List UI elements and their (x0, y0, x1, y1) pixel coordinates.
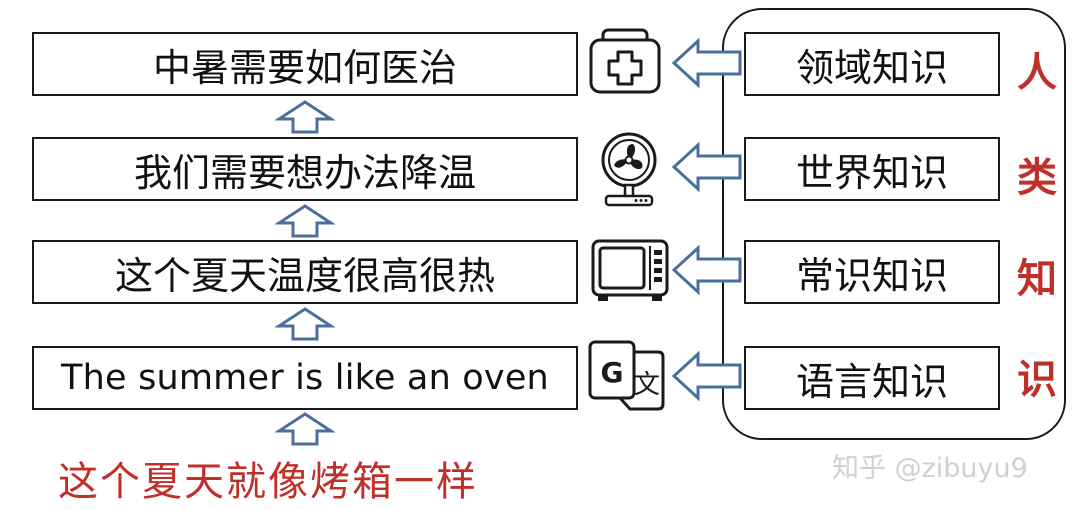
up-arrow-1 (275, 100, 335, 134)
microwave-oven-icon (591, 239, 669, 301)
right-box-language-knowledge: 语言知识 (744, 346, 1000, 410)
watermark: 知乎 @zibuyu9 (832, 453, 1028, 484)
electric-fan-icon (601, 132, 657, 207)
right-box-world-knowledge-text: 世界知识 (795, 150, 948, 195)
up-arrow-2 (275, 204, 335, 238)
svg-text:文: 文 (634, 370, 660, 400)
right-box-world-knowledge: 世界知识 (744, 137, 1000, 201)
left-box-cool-down: 我们需要想办法降温 (32, 137, 578, 201)
left-arrow-3 (671, 244, 742, 296)
left-arrow-1 (671, 37, 742, 89)
left-arrow-4 (671, 350, 742, 402)
translate-icon: G 文 (588, 340, 665, 411)
right-box-common-sense-knowledge-text: 常识知识 (795, 253, 948, 298)
left-box-hot-summer-text: 这个夏天温度很高很热 (114, 253, 495, 298)
up-arrow-3 (275, 307, 335, 341)
knowledge-frame (722, 8, 1066, 440)
right-box-domain-knowledge: 领域知识 (744, 32, 1000, 96)
left-box-english: The summer is like an oven (32, 346, 578, 410)
human-knowledge-label-char-3: 知 (1017, 255, 1057, 302)
left-box-treatment: 中暑需要如何医治 (32, 32, 578, 96)
right-box-domain-knowledge-text: 领域知识 (795, 45, 948, 90)
right-box-language-knowledge-text: 语言知识 (795, 359, 948, 404)
svg-text:G: G (601, 356, 624, 389)
bottom-sentence: 这个夏天就像烤箱一样 (58, 459, 478, 505)
human-knowledge-label-char-2: 类 (1017, 154, 1057, 201)
left-box-hot-summer: 这个夏天温度很高很热 (32, 240, 578, 304)
left-arrow-2 (671, 141, 742, 193)
left-box-treatment-text: 中暑需要如何医治 (152, 45, 457, 90)
up-arrow-4 (275, 412, 335, 446)
right-box-common-sense-knowledge: 常识知识 (744, 240, 1000, 304)
first-aid-kit-icon (589, 28, 661, 94)
left-box-cool-down-text: 我们需要想办法降温 (133, 150, 476, 195)
human-knowledge-label-char-1: 人 (1017, 49, 1057, 96)
left-box-english-text: The summer is like an oven (61, 358, 549, 398)
human-knowledge-label-char-4: 识 (1017, 356, 1057, 403)
